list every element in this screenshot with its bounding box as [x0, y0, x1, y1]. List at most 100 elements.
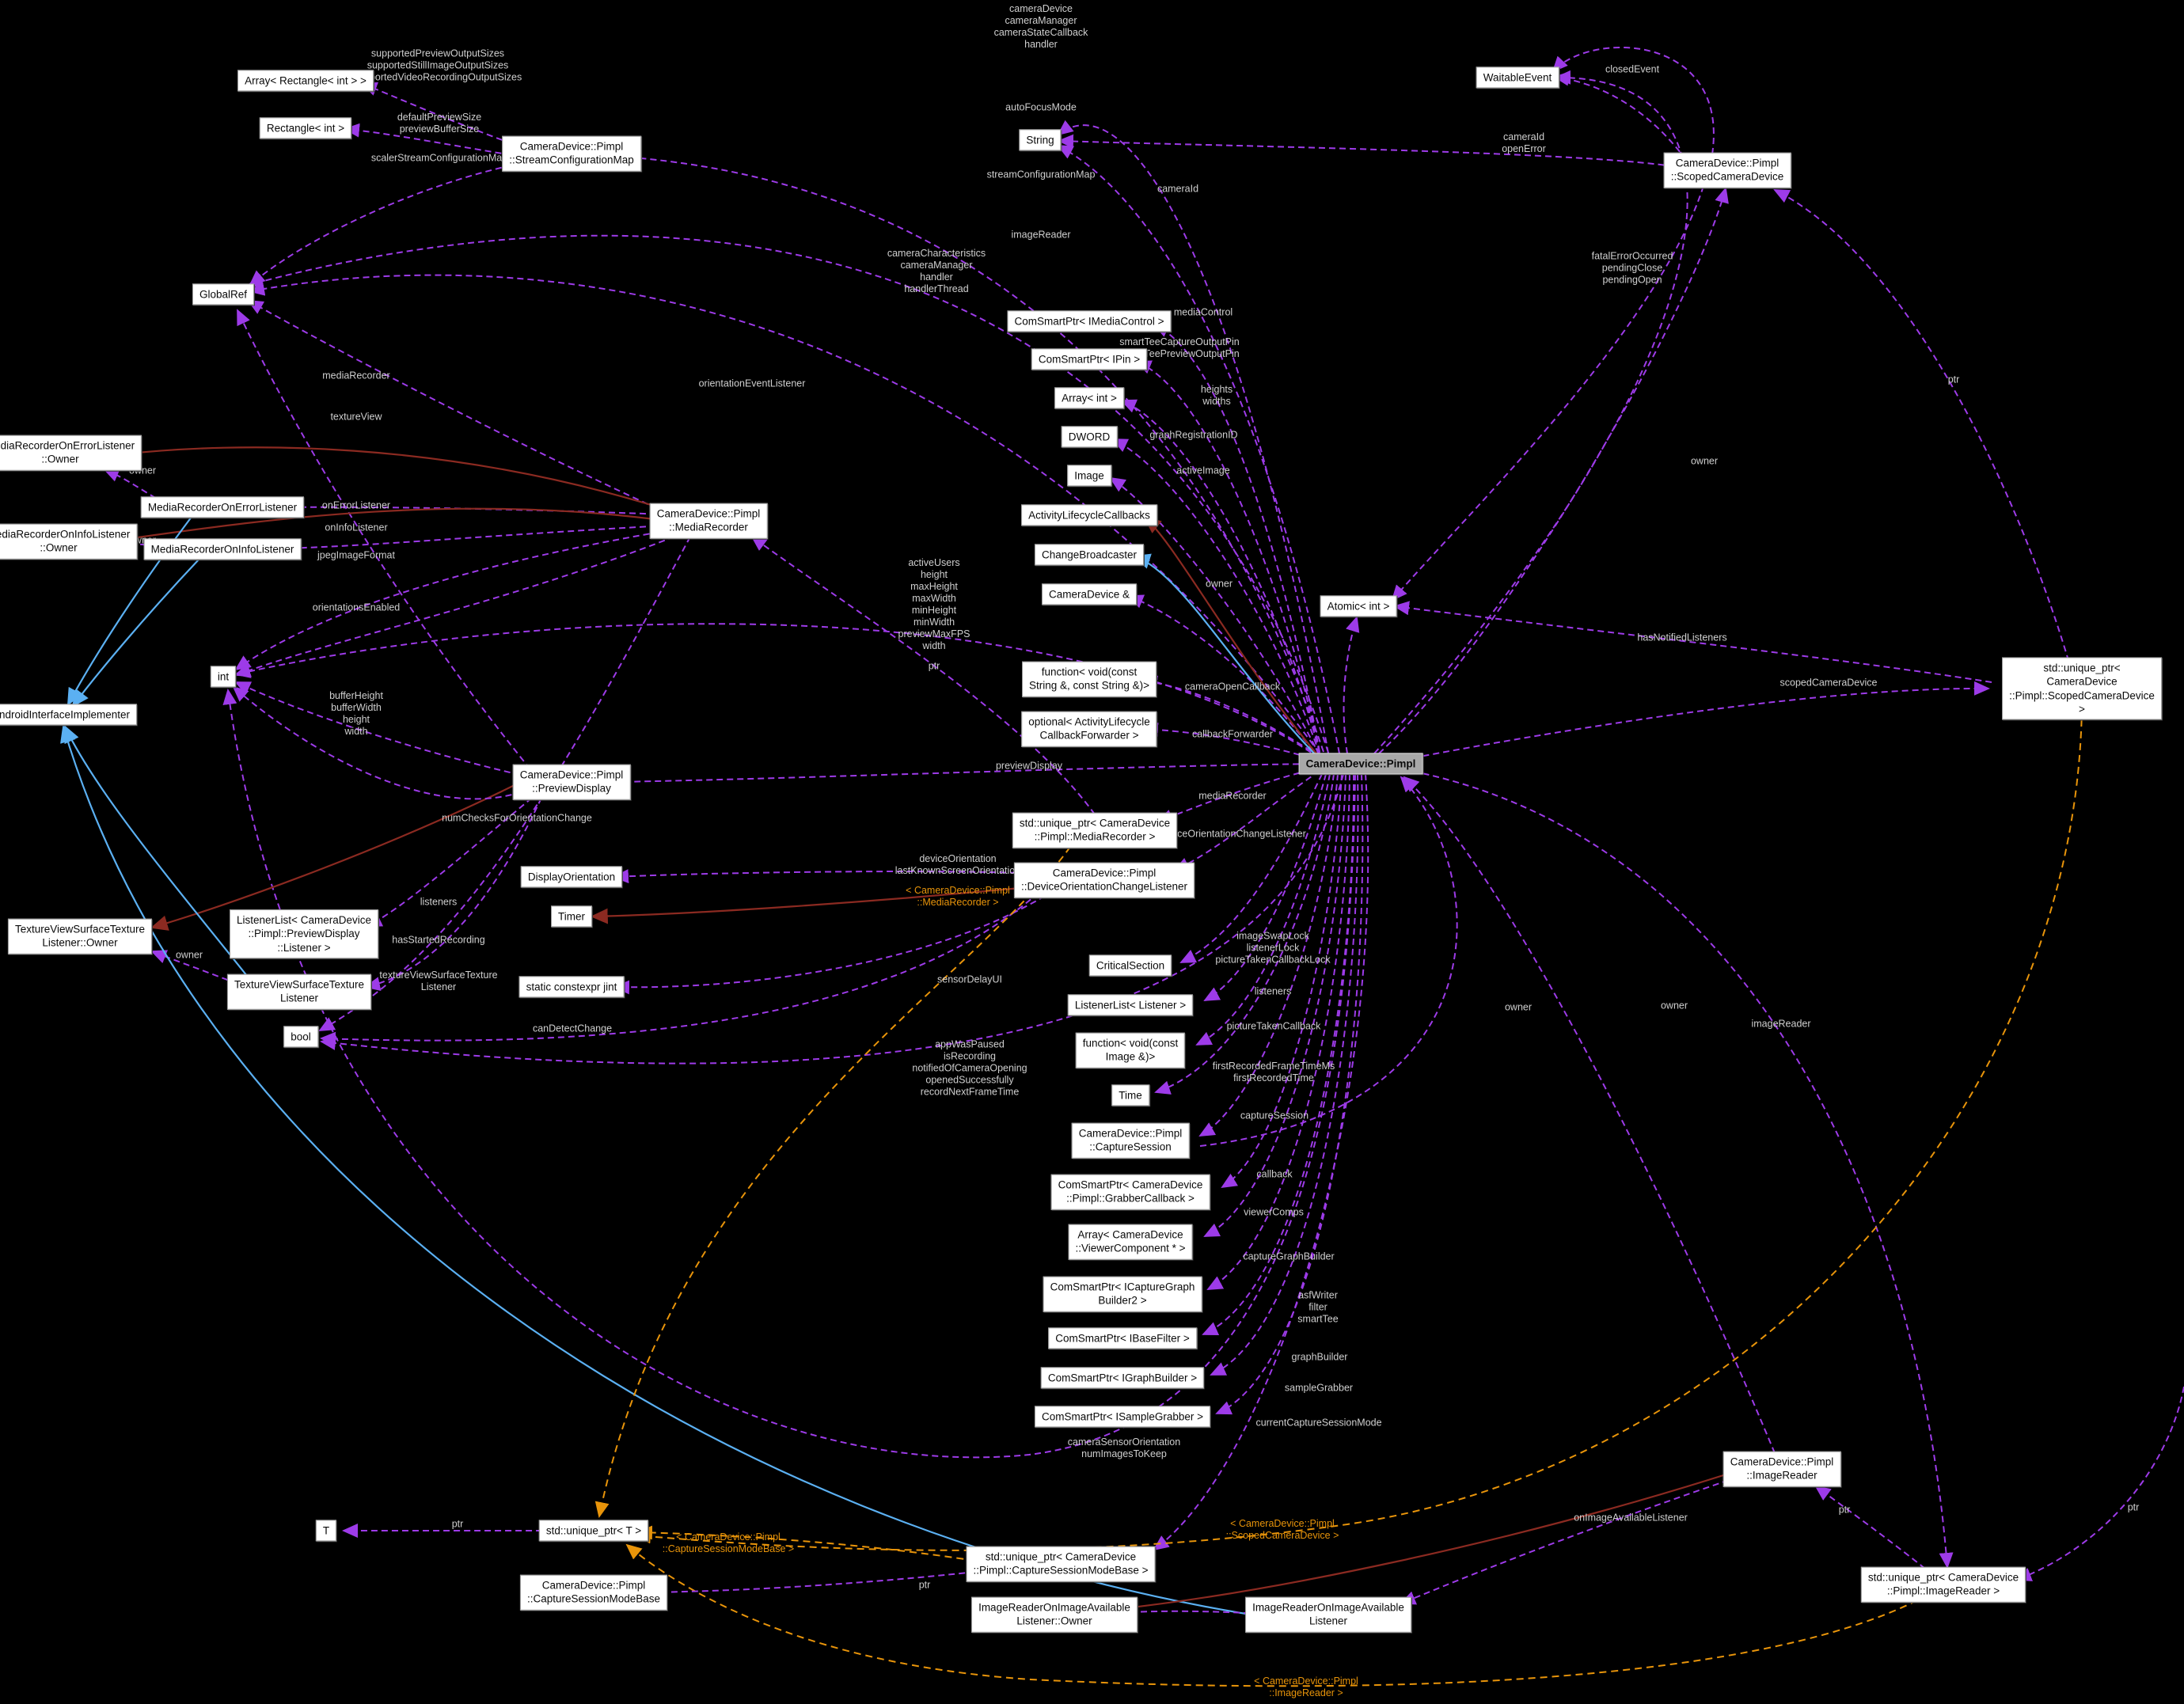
edge-usage-46: [222, 689, 1356, 1459]
edge-usage-62: [150, 950, 238, 985]
node-stream-configuration-map[interactable]: CameraDevice::Pimpl ::StreamConfiguratio…: [502, 135, 641, 172]
node-unique-ptr-scoped-camera-device[interactable]: std::unique_ptr< CameraDevice ::Pimpl::S…: [2002, 657, 2162, 720]
node-rectangle-int[interactable]: Rectangle< int >: [259, 117, 352, 139]
edge-usage-39: [1221, 773, 1343, 1189]
node-image-reader-owner[interactable]: ImageReaderOnImageAvailable Listener::Ow…: [971, 1596, 1138, 1633]
edge-red-77: [1115, 1469, 1739, 1615]
node-array-int[interactable]: Array< int >: [1054, 387, 1124, 409]
node-media-recorder-on-error[interactable]: MediaRecorderOnErrorListener: [140, 496, 305, 518]
node-com-igraphbuilder[interactable]: ComSmartPtr< IGraphBuilder >: [1040, 1367, 1205, 1389]
edge-usage-43: [1210, 773, 1359, 1376]
node-media-recorder-on-error-owner[interactable]: MediaRecorderOnErrorListener ::Owner: [0, 435, 142, 471]
node-critical-section[interactable]: CriticalSection: [1088, 954, 1172, 977]
node-array-viewer-component[interactable]: Array< CameraDevice ::ViewerComponent * …: [1068, 1224, 1193, 1260]
edge-usage-26: [1402, 681, 1990, 761]
edge-usage-5: [249, 274, 1320, 754]
edge-usage-16: [1057, 145, 1340, 754]
node-array-rectangle-int[interactable]: Array< Rectangle< int > >: [237, 70, 374, 92]
edge-usage-0: [361, 82, 522, 148]
node-optional-callback-forwarder[interactable]: optional< ActivityLifecycle CallbackForw…: [1021, 711, 1157, 747]
edge-usage-61: [364, 797, 542, 992]
node-unique-ptr-media-recorder[interactable]: std::unique_ptr< CameraDevice ::Pimpl::M…: [1012, 812, 1178, 848]
edge-red-65: [118, 507, 667, 546]
edge-usage-15: [750, 535, 1096, 815]
edge-usage-11: [234, 529, 670, 671]
edge-usage-13: [234, 681, 531, 778]
node-android-interface-implementer[interactable]: AndroidInterfaceImplementer: [0, 704, 138, 726]
node-display-orientation[interactable]: DisplayOrientation: [520, 866, 623, 888]
edge-blue-68: [64, 725, 248, 977]
node-pimpl-preview-display[interactable]: CameraDevice::Pimpl ::PreviewDisplay: [512, 764, 631, 800]
edge-usage-31: [614, 763, 1320, 789]
node-com-grabber-callback[interactable]: ComSmartPtr< CameraDevice ::Pimpl::Grabb…: [1050, 1174, 1210, 1210]
edge-usage-37: [1154, 773, 1335, 1095]
node-string[interactable]: String: [1019, 129, 1062, 151]
edge-usage-14: [234, 623, 1320, 759]
edge-usage-38: [1198, 773, 1339, 1137]
node-com-icapturegraphbuilder2[interactable]: ComSmartPtr< ICaptureGraph Builder2 >: [1043, 1276, 1202, 1312]
node-com-imediacontrol[interactable]: ComSmartPtr< IMediaControl >: [1007, 310, 1172, 332]
edge-usage-45: [1153, 773, 1369, 1551]
edge-usage-74: [1402, 769, 1954, 1569]
node-image-reader-listener[interactable]: ImageReaderOnImageAvailable Listener: [1245, 1596, 1411, 1633]
node-listener-list-preview-display[interactable]: ListenerList< CameraDevice ::Pimpl::Prev…: [230, 909, 378, 958]
node-com-ipin[interactable]: ComSmartPtr< IPin >: [1031, 348, 1148, 370]
node-change-broadcaster[interactable]: ChangeBroadcaster: [1034, 544, 1145, 566]
node-bool[interactable]: bool: [283, 1026, 318, 1048]
node-timer[interactable]: Timer: [551, 905, 592, 928]
node-global-ref[interactable]: GlobalRef: [192, 283, 255, 306]
edge-usage-6: [247, 234, 1329, 753]
node-t[interactable]: T: [315, 1520, 337, 1542]
edge-usage-76: [1400, 1476, 1739, 1605]
edge-usage-85: [2015, 1386, 2184, 1581]
node-atomic-int[interactable]: Atomic< int >: [1320, 595, 1397, 617]
node-function-image[interactable]: function< void(const Image &)>: [1075, 1032, 1186, 1068]
edge-usage-35: [1203, 773, 1327, 1001]
node-static-constexpr-jint[interactable]: static constexpr jint: [518, 976, 625, 998]
node-unique-ptr-t[interactable]: std::unique_ptr< T >: [538, 1520, 649, 1542]
node-com-ibasefilter[interactable]: ComSmartPtr< IBaseFilter >: [1048, 1327, 1197, 1349]
edge-usage-3: [247, 300, 667, 514]
node-capture-session-mode-base[interactable]: CameraDevice::Pimpl ::CaptureSessionMode…: [519, 1574, 668, 1611]
node-media-recorder-on-info[interactable]: MediaRecorderOnInfoListener: [143, 538, 302, 560]
node-camera-device-pimpl[interactable]: CameraDevice::Pimpl: [1298, 753, 1423, 775]
node-listener-list-listener[interactable]: ListenerList< Listener >: [1067, 994, 1194, 1016]
node-image[interactable]: Image: [1067, 465, 1111, 487]
edge-usage-36: [1195, 773, 1331, 1046]
node-pimpl-media-recorder[interactable]: CameraDevice::Pimpl ::MediaRecorder: [649, 503, 768, 539]
edge-blue-54: [1132, 553, 1320, 760]
edge-usage-50: [1111, 438, 1320, 755]
node-capture-session[interactable]: CameraDevice::Pimpl ::CaptureSession: [1071, 1122, 1190, 1159]
edge-usage-44: [1215, 773, 1364, 1415]
edge-red-64: [120, 445, 667, 511]
node-unique-ptr-image-reader[interactable]: std::unique_ptr< CameraDevice ::Pimpl::I…: [1860, 1566, 2026, 1603]
edge-usage-75: [1814, 1485, 1926, 1569]
edge-usage-27: [1393, 601, 1992, 683]
edge-usage-70: [320, 773, 1344, 1065]
node-camera-device-ref[interactable]: CameraDevice &: [1041, 583, 1138, 605]
node-activity-lifecycle-callbacks[interactable]: ActivityLifecycleCallbacks: [1021, 504, 1157, 526]
node-device-orientation-change-listener[interactable]: CameraDevice::Pimpl ::DeviceOrientationC…: [1013, 862, 1195, 898]
node-time[interactable]: Time: [1111, 1084, 1149, 1106]
edge-usage-33: [1173, 770, 1320, 871]
edge-usage-21: [1552, 47, 1715, 155]
edge-usage-9: [103, 468, 165, 504]
node-waitable-event[interactable]: WaitableEvent: [1476, 66, 1559, 89]
edge-usage-34: [1179, 773, 1323, 963]
edge-usage-24: [1378, 187, 1729, 754]
node-media-recorder-on-info-owner[interactable]: MediaRecorderOnInfoListener ::Owner: [0, 523, 138, 560]
edge-usage-55: [613, 869, 1038, 884]
node-scoped-camera-device[interactable]: CameraDevice::Pimpl ::ScopedCameraDevice: [1663, 152, 1791, 188]
node-function-string[interactable]: function< void(const String &, const Str…: [1022, 661, 1157, 697]
node-texture-view-listener[interactable]: TextureViewSurfaceTexture Listener: [226, 973, 372, 1010]
node-dword[interactable]: DWORD: [1061, 426, 1118, 448]
node-int[interactable]: int: [210, 666, 237, 688]
edge-usage-18: [622, 150, 1324, 753]
node-unique-ptr-capture-session-mode-base[interactable]: std::unique_ptr< CameraDevice ::Pimpl::C…: [966, 1546, 1156, 1582]
node-pimpl-image-reader[interactable]: CameraDevice::Pimpl ::ImageReader: [1723, 1451, 1841, 1487]
edge-usage-20: [1553, 71, 1687, 161]
node-com-isamplegrabber[interactable]: ComSmartPtr< ISampleGrabber >: [1034, 1406, 1211, 1428]
node-texture-view-listener-owner[interactable]: TextureViewSurfaceTexture Listener::Owne…: [7, 918, 153, 954]
edge-usage-2: [249, 162, 522, 287]
edge-usage-23: [1391, 185, 1704, 602]
